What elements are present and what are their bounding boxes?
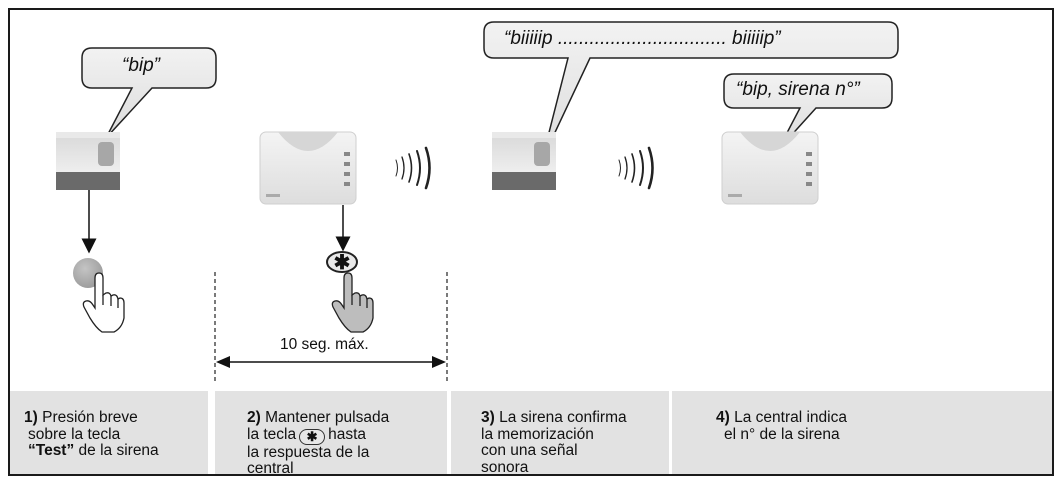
- step-1-text: 1) Presión breve sobre la tecla “Test” d…: [24, 409, 159, 459]
- step-2-text: 2) Mantener pulsada la tecla✱hasta la re…: [247, 409, 390, 476]
- step-3-text: 3) La sirena confirma la memorización co…: [481, 409, 627, 476]
- speech-bubble-2: [483, 21, 899, 161]
- bubble-3-text: “bip, sirena n°”: [736, 79, 860, 100]
- asterisk-key-icon: ✱: [299, 428, 326, 445]
- step-panel-3: 3) La sirena confirma la memorización co…: [451, 391, 669, 476]
- radio-waves-icon: [618, 146, 654, 190]
- central-unit-icon: [721, 131, 819, 205]
- diagram-frame: 1) Presión breve sobre la tecla “Test” d…: [8, 8, 1054, 476]
- radio-waves-icon: [395, 146, 431, 190]
- bubble-2-text: “biiiiip ...............................…: [504, 28, 781, 49]
- step-panel-1: 1) Presión breve sobre la tecla “Test” d…: [10, 391, 208, 474]
- illustration: ✱: [56, 21, 899, 382]
- pressing-finger-icon: [331, 272, 374, 333]
- duration-arrow: [216, 356, 446, 368]
- asterisk-key-icon: ✱: [326, 251, 358, 274]
- step-panel-4: 4) La central indica el n° de la sirena: [672, 391, 1052, 474]
- bubble-1-text: “bip”: [122, 55, 161, 76]
- step-panel-2: 2) Mantener pulsada la tecla✱hasta la re…: [215, 391, 447, 476]
- central-unit-icon: [259, 131, 357, 205]
- step-4-text: 4) La central indica el n° de la sirena: [716, 409, 847, 443]
- duration-label: 10 seg. máx.: [280, 336, 369, 353]
- siren-device-icon: [492, 132, 556, 190]
- speech-bubble-3: [723, 73, 893, 151]
- siren-device-icon: [56, 132, 120, 190]
- pressing-finger-icon: [82, 272, 125, 333]
- svg-text:✱: ✱: [334, 252, 351, 274]
- speech-bubble-1: [81, 47, 217, 139]
